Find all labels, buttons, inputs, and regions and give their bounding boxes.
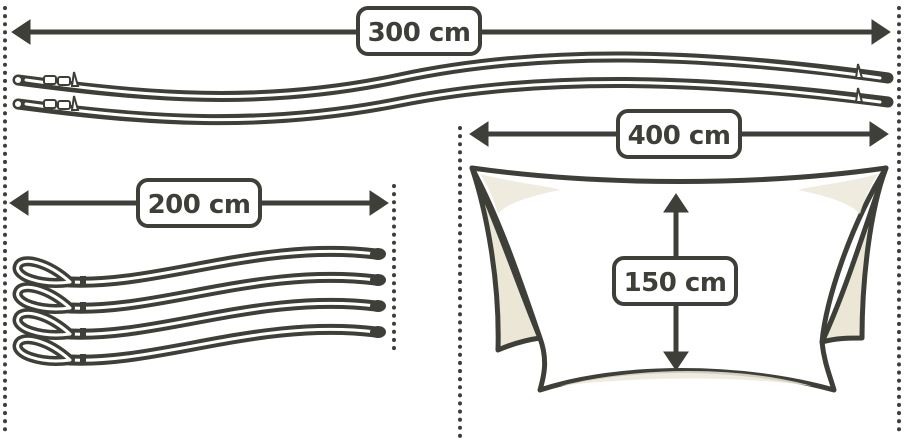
short-ropes — [12, 245, 382, 366]
label-200-text: 200 cm — [148, 190, 251, 220]
label-150: 150 cm — [612, 256, 738, 306]
label-300: 300 cm — [356, 6, 482, 56]
rope-clips — [13, 63, 864, 111]
sail-shading — [480, 174, 878, 386]
short-rope-3 — [12, 297, 382, 340]
label-200: 200 cm — [136, 178, 262, 228]
label-150-text: 150 cm — [624, 268, 727, 298]
short-rope-2 — [12, 271, 382, 314]
short-rope-1 — [12, 245, 382, 288]
rope-end-caps — [80, 248, 386, 364]
guide-lines — [3, 6, 901, 438]
sail-back-left — [469, 165, 543, 353]
sail-back-right — [819, 165, 889, 345]
label-400-text: 400 cm — [628, 121, 731, 151]
label-400: 400 cm — [616, 109, 742, 159]
short-rope-4 — [12, 323, 382, 366]
label-300-text: 300 cm — [368, 18, 471, 48]
